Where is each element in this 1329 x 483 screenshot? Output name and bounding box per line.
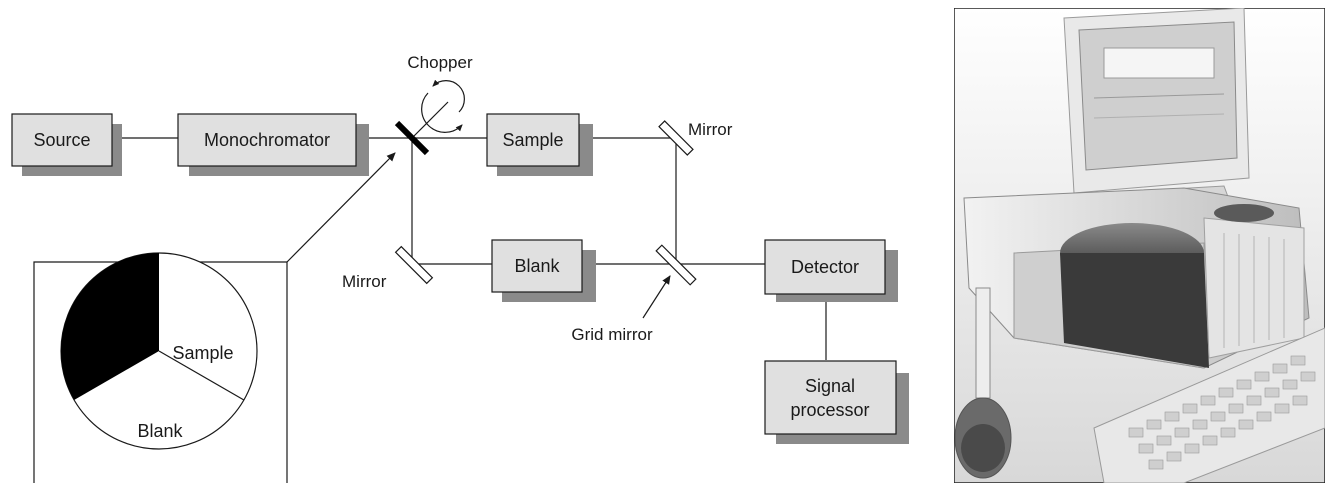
sample-block: Sample [486,113,593,176]
spectrophotometer-body [963,187,1310,369]
signal-processor-label-line2: processor [790,400,869,420]
monochromator-label: Monochromator [204,130,330,150]
spectrophotometer-block-diagram: Source Monochromator Sample Blank Detect… [11,53,909,483]
grid-mirror [655,244,697,286]
grid-mirror-label: Grid mirror [571,325,653,344]
signal-processor-block: Signal processor [764,360,909,444]
blank-block: Blank [491,239,596,302]
mirror-top-label: Mirror [688,120,733,139]
chopper-disc-blank-label: Blank [137,421,183,441]
beam-lines [110,137,827,360]
chopper-label: Chopper [407,53,473,72]
bottom-left-mirror [394,245,434,285]
signal-processor-label-line1: Signal [805,376,855,396]
mirror-bottom-label: Mirror [342,272,387,291]
monochromator-block: Monochromator [177,113,369,176]
spectrophotometer-photo [954,8,1325,483]
flask [954,287,1012,479]
chopper-disc-sample-label: Sample [172,343,233,363]
keyboard [1093,327,1325,483]
sample-label: Sample [502,130,563,150]
chopper-disc-inset: Sample Blank [33,252,288,483]
blank-label: Blank [514,256,560,276]
detector-block: Detector [764,239,898,302]
source-block: Source [11,113,122,176]
chopper-opaque-sector [60,253,159,400]
detector-label: Detector [791,257,859,277]
chopper-mirror [394,120,430,156]
source-label: Source [33,130,90,150]
chopper-rotation-icon [413,79,465,137]
top-right-mirror [658,120,694,156]
